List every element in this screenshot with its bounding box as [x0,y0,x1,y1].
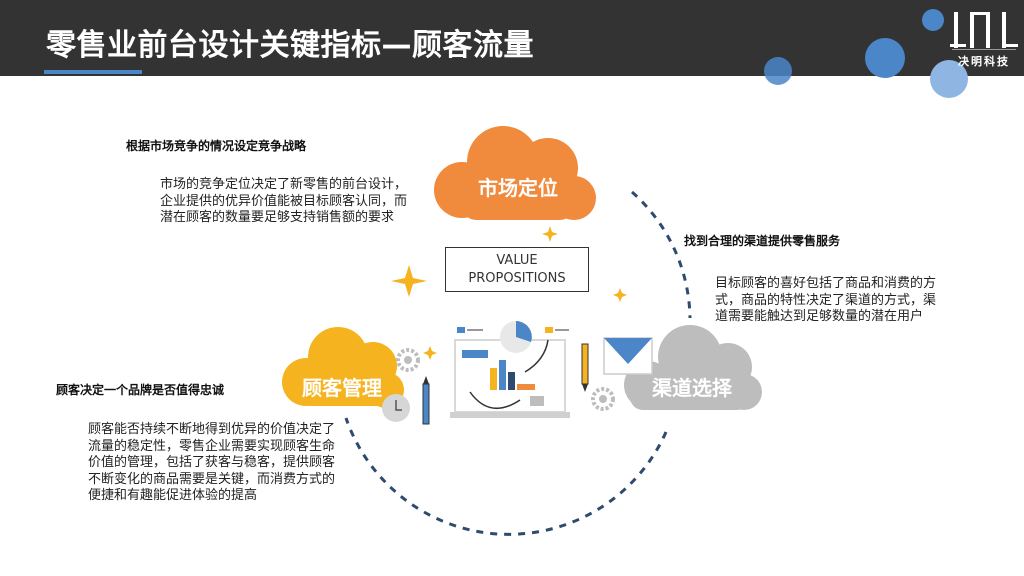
value-box-line1: VALUE [496,253,538,268]
page-title: 零售业前台设计关键指标—顾客流量 [46,28,534,63]
cloud-market [434,126,596,220]
pencil-icon [581,343,589,392]
market-heading: 根据市场竞争的情况设定竞争战略 [126,139,307,153]
customer-body: 顾客能否持续不断地得到优异的价值决定了流量的稳定性，零售企业需要实现顾客生命价值… [88,422,336,503]
dashed-arc-right [631,190,692,319]
company-logo [950,12,1018,50]
decor-dot [865,38,905,78]
title-underline [44,70,142,74]
dashed-arc-bottom [344,417,668,536]
customer-heading: 顾客决定一个品牌是否值得忠诚 [56,383,225,397]
header-bar [0,0,1024,76]
cloud-label-channel: 渠道选择 [652,376,732,400]
gear-icon [591,387,615,411]
decor-dot [930,60,968,98]
cloud-label-customer: 顾客管理 [302,376,382,400]
logo-text: 决明科技 [958,55,1010,68]
market-body: 市场的竞争定位决定了新零售的前台设计，企业提供的优异价值能被目标顾客认同，而潜在… [160,177,408,225]
sparkle-icon [391,226,627,360]
cloud-label-market: 市场定位 [478,176,558,200]
gear-icon [396,348,420,372]
cloud-customer [282,327,404,408]
pencil-icon [422,376,430,425]
decor-dot [764,57,792,85]
clock-icon [382,394,410,422]
cloud-channel [624,325,762,410]
decor-dot [922,9,944,31]
value-propositions-box: VALUE PROPOSITIONS [445,247,589,292]
channel-body: 目标顾客的喜好包括了商品和消费的方式，商品的特性决定了渠道的方式，渠道需要能触达… [715,276,937,324]
channel-heading: 找到合理的渠道提供零售服务 [684,234,841,248]
laptop-illustration [450,321,570,418]
envelope-icon [603,337,653,375]
value-box-line2: PROPOSITIONS [468,271,566,286]
